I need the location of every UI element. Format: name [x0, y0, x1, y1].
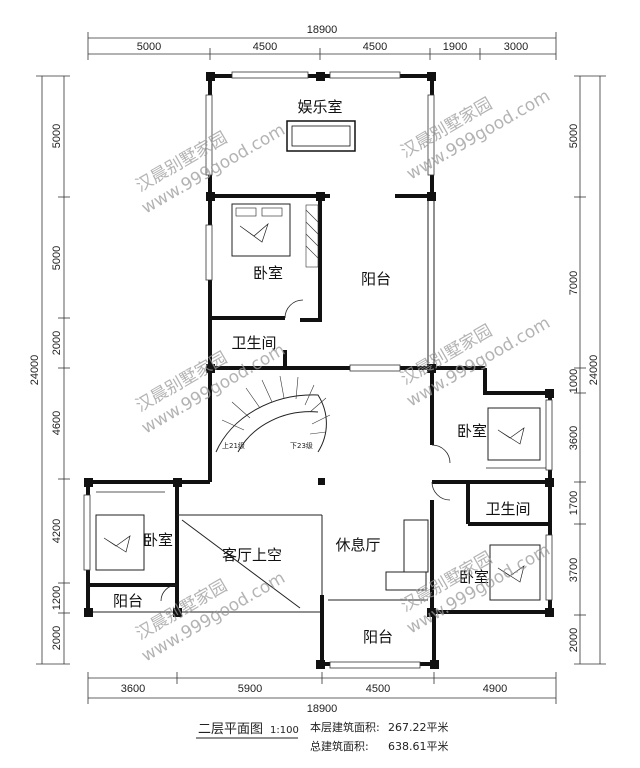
bed-right-top	[486, 407, 546, 469]
total-area-value: 638.61平米	[388, 740, 449, 753]
bed-left	[95, 491, 165, 571]
room-bedroom-right-top: 卧室	[457, 422, 487, 440]
lounge-sofa	[385, 519, 429, 591]
left-dim-4: 4600	[51, 411, 63, 435]
plan-scale: 1:100	[270, 725, 299, 736]
room-entertainment: 娱乐室	[297, 98, 342, 116]
plan-title: 二层平面图	[198, 722, 263, 737]
bed-top	[231, 203, 291, 257]
left-dim-3: 2000	[51, 331, 63, 355]
left-dimension: 24000 5000 5000 2000 4600 4200 1200 2000	[29, 75, 70, 665]
left-dim-5: 4200	[51, 519, 63, 543]
right-dim-7: 2000	[568, 628, 580, 652]
right-dim-5: 1700	[568, 491, 580, 515]
left-total-dim: 24000	[29, 355, 41, 386]
bed-right-bottom	[489, 544, 541, 601]
total-area-label: 总建筑面积:	[310, 739, 369, 753]
bottom-dim-4: 4900	[483, 683, 507, 695]
left-dim-7: 2000	[51, 626, 63, 650]
right-dim-2: 7000	[568, 271, 580, 295]
room-balcony-top: 阳台	[361, 270, 391, 288]
room-balcony-left: 阳台	[113, 592, 143, 610]
floor-area-value: 267.22平米	[388, 721, 449, 734]
left-dim-2: 5000	[51, 246, 63, 270]
right-dimension: 5000 7000 1000 3600 1700 3700 2000 24000	[568, 75, 606, 665]
right-dim-4: 3600	[568, 426, 580, 450]
room-lounge: 休息厅	[335, 536, 380, 554]
top-dim-2: 4500	[253, 41, 277, 53]
top-total-dim: 18900	[307, 24, 338, 36]
plan-footer: 二层平面图 1:100 本层建筑面积: 267.22平米 总建筑面积: 638.…	[196, 720, 449, 753]
wardrobe	[305, 204, 319, 268]
bottom-dimension: 3600 5900 4500 4900 18900	[87, 672, 557, 715]
pool-table	[286, 120, 356, 152]
left-dim-1: 5000	[51, 124, 63, 148]
bottom-dim-2: 5900	[238, 683, 262, 695]
bottom-dim-3: 4500	[366, 683, 390, 695]
right-dim-6: 3700	[568, 558, 580, 582]
room-living-void: 客厅上空	[222, 546, 282, 564]
doors	[160, 299, 451, 602]
spiral-staircase: 上21级 下23级	[215, 375, 331, 453]
bottom-dim-1: 3600	[121, 683, 145, 695]
top-dim-4: 1900	[443, 41, 467, 53]
room-bedroom-top: 卧室	[253, 264, 283, 282]
top-dim-5: 3000	[504, 41, 528, 53]
stair-down-label: 下23级	[290, 441, 313, 450]
room-labels: 娱乐室 卧室 阳台 卫生间 卧室 卫生间 卧室 卧室 阳台 客厅上空 休息厅 阳…	[113, 98, 531, 646]
left-dim-6: 1200	[51, 586, 63, 610]
columns	[84, 72, 554, 669]
right-total-dim: 24000	[588, 355, 600, 386]
room-balcony-bottom: 阳台	[363, 628, 393, 646]
room-bathroom-right: 卫生间	[485, 500, 530, 518]
right-dim-1: 5000	[568, 124, 580, 148]
room-bathroom-left: 卫生间	[231, 334, 276, 352]
windows	[83, 71, 553, 669]
top-dimension: 18900 5000 4500 4500 1900 3000	[87, 24, 557, 60]
top-dim-3: 4500	[363, 41, 387, 53]
room-bedroom-right-bottom: 卧室	[459, 568, 489, 586]
bottom-total-dim: 18900	[307, 703, 338, 715]
floor-area-label: 本层建筑面积:	[310, 720, 380, 734]
top-dim-1: 5000	[137, 41, 161, 53]
room-bedroom-left: 卧室	[143, 531, 173, 549]
stair-up-label: 上21级	[222, 441, 245, 450]
right-dim-3: 1000	[568, 369, 580, 393]
